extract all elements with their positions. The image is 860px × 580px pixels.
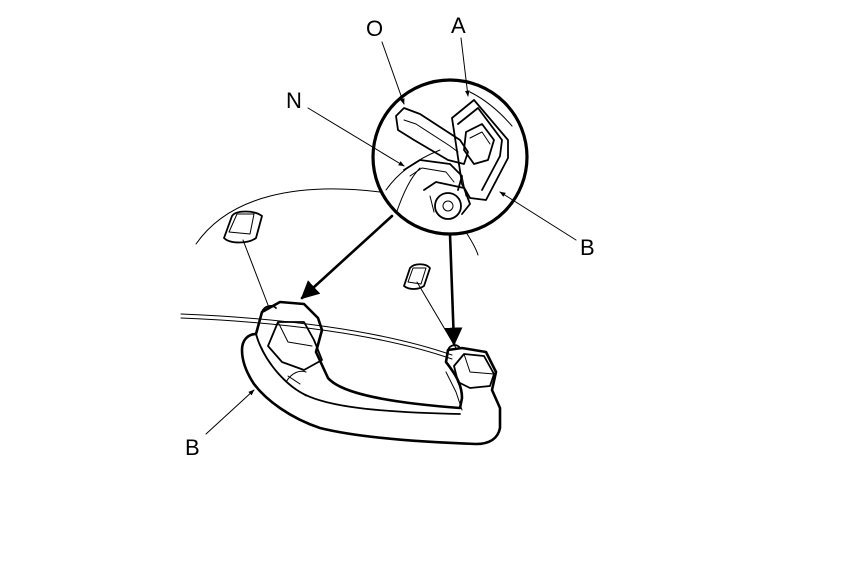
leader-lines [205, 37, 577, 435]
callout-n: N [286, 88, 302, 113]
callout-b-detail: B [580, 235, 595, 260]
left-mounting-hole [223, 210, 269, 306]
right-mounting-hole [403, 263, 457, 349]
arrow-to-right-clip [444, 232, 463, 346]
clip-detail-view [371, 78, 529, 236]
arrow-to-left-clip [300, 214, 394, 300]
callout-o: O [366, 16, 383, 41]
grab-handle [240, 300, 502, 446]
callout-a: A [451, 13, 466, 38]
callout-b-handle: B [185, 435, 200, 460]
